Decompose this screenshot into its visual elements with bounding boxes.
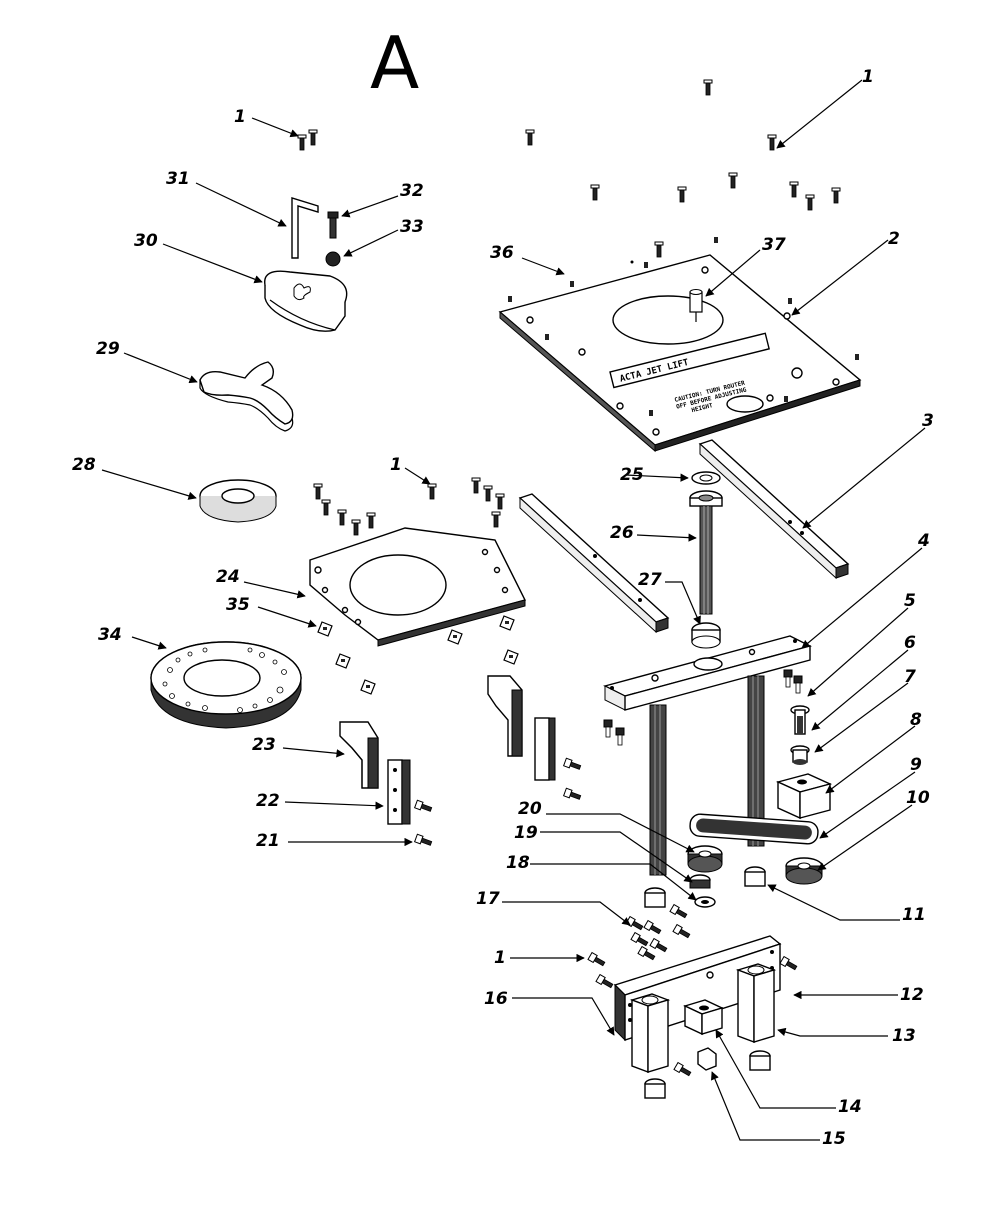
callout-27: 27 <box>638 570 662 590</box>
bushing-7 <box>790 745 810 765</box>
callout-5: 5 <box>904 591 916 611</box>
nut-15 <box>697 1047 717 1071</box>
callout-numbers: 1 1 1 1 2 3 4 5 6 7 8 9 10 11 12 13 14 1… <box>72 67 934 1149</box>
leader-lines <box>101 79 926 1141</box>
callout-31: 31 <box>166 169 190 189</box>
caps-11 <box>644 866 766 908</box>
router-plate: ACTA JET LIFT CAUTION: TURN ROUTER OFF B… <box>498 237 862 453</box>
bar-22 <box>387 759 411 825</box>
insert-ring-34 <box>150 641 302 729</box>
pulley-10 <box>785 857 823 885</box>
callout-20: 20 <box>518 799 542 819</box>
callout-25: 25 <box>620 465 644 485</box>
callout-24: 24 <box>216 567 240 587</box>
posts-13 <box>629 963 777 1099</box>
callout-26: 26 <box>610 523 634 543</box>
hex-key <box>291 197 319 259</box>
belt-9 <box>689 813 819 845</box>
callout-16: 16 <box>484 989 508 1009</box>
flat-head-screws-top <box>297 79 841 258</box>
spacer-ring-28 <box>199 479 277 523</box>
callout-15: 15 <box>822 1129 846 1149</box>
block-14 <box>683 999 724 1036</box>
callout-3: 3 <box>922 411 934 431</box>
block-8 <box>775 773 833 820</box>
lead-screw-assembly <box>689 471 723 649</box>
callout-7: 7 <box>904 667 916 687</box>
rail-left <box>518 493 670 634</box>
wrench-29 <box>199 361 294 432</box>
callout-9: 9 <box>910 755 922 775</box>
callout-19: 19 <box>514 823 538 843</box>
callout-21: 21 <box>256 831 280 851</box>
callout-30: 30 <box>134 231 158 251</box>
callout-1: 1 <box>494 948 506 968</box>
rail-3 <box>698 439 850 580</box>
columns <box>649 675 765 876</box>
callout-1: 1 <box>234 107 246 127</box>
callout-36: 36 <box>490 243 514 263</box>
callout-8: 8 <box>910 710 922 730</box>
callout-29: 29 <box>96 339 120 359</box>
callout-14: 14 <box>838 1097 862 1117</box>
pulley-20 <box>687 845 723 873</box>
lift-carriage-plate-24 <box>309 527 527 647</box>
washer-18 <box>694 896 716 908</box>
callout-33: 33 <box>400 217 424 237</box>
callout-17: 17 <box>476 889 500 909</box>
callout-22: 22 <box>256 791 280 811</box>
bracket-23 <box>339 721 379 789</box>
callout-2: 2 <box>888 229 900 249</box>
callout-4: 4 <box>917 531 930 551</box>
bracket-right-pair <box>487 675 582 802</box>
callout-32: 32 <box>400 181 424 201</box>
callout-13: 13 <box>892 1026 916 1046</box>
callout-6: 6 <box>904 633 916 653</box>
callout-10: 10 <box>906 788 930 808</box>
bushing-6 <box>790 705 810 735</box>
callout-12: 12 <box>900 985 924 1005</box>
bolts-21 <box>414 799 433 848</box>
callout-18: 18 <box>506 853 530 873</box>
callout-35: 35 <box>226 595 250 615</box>
callout-23: 23 <box>252 735 276 755</box>
callout-1: 1 <box>862 67 874 87</box>
callout-11: 11 <box>902 905 926 925</box>
nut-33 <box>325 251 341 267</box>
callout-34: 34 <box>98 625 122 645</box>
cam-handle-30 <box>264 270 348 332</box>
screws-24 <box>313 477 505 536</box>
crossbar-4 <box>603 635 812 711</box>
callout-1: 1 <box>390 455 402 475</box>
bolt-32 <box>327 211 339 239</box>
diagram-title: A <box>370 21 419 105</box>
callout-28: 28 <box>72 455 96 475</box>
coupler-19 <box>689 874 711 889</box>
callout-37: 37 <box>762 235 786 255</box>
